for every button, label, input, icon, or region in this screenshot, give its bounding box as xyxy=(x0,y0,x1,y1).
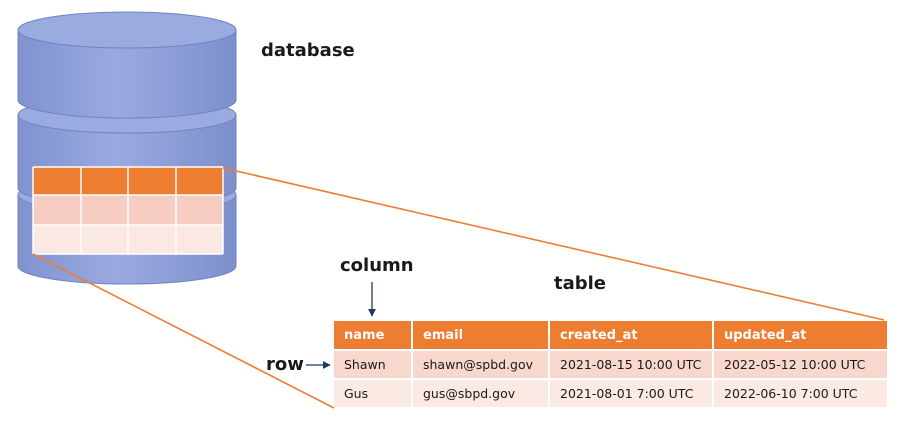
mini-table-icon xyxy=(32,166,224,255)
column-label: column xyxy=(340,255,414,276)
table-cell: Shawn xyxy=(334,349,413,379)
table-row: Gus gus@sbpd.gov 2021-08-01 7:00 UTC 202… xyxy=(334,378,887,407)
table-cell: shawn@spbd.gov xyxy=(412,349,550,379)
table-label: table xyxy=(554,273,607,294)
column-header: updated_at xyxy=(713,321,887,350)
table-header-row: name email created_at updated_at xyxy=(334,321,887,350)
table-cell: Gus xyxy=(334,378,413,407)
detail-table: name email created_at updated_at Shawn s… xyxy=(334,321,887,407)
row-label: row xyxy=(266,354,304,375)
column-header: created_at xyxy=(549,321,714,350)
zoom-lines xyxy=(32,167,885,409)
table-cell: 2021-08-15 10:00 UTC xyxy=(549,349,714,379)
table-cell: 2022-06-10 7:00 UTC xyxy=(713,378,887,407)
database-label: database xyxy=(261,40,355,61)
table-row: Shawn shawn@spbd.gov 2021-08-15 10:00 UT… xyxy=(334,349,887,379)
column-header: name xyxy=(334,321,413,350)
table-cell: 2021-08-01 7:00 UTC xyxy=(549,378,714,407)
column-header: email xyxy=(412,321,550,350)
table-cell: 2022-05-12 10:00 UTC xyxy=(713,349,887,379)
table-cell: gus@sbpd.gov xyxy=(412,378,550,407)
